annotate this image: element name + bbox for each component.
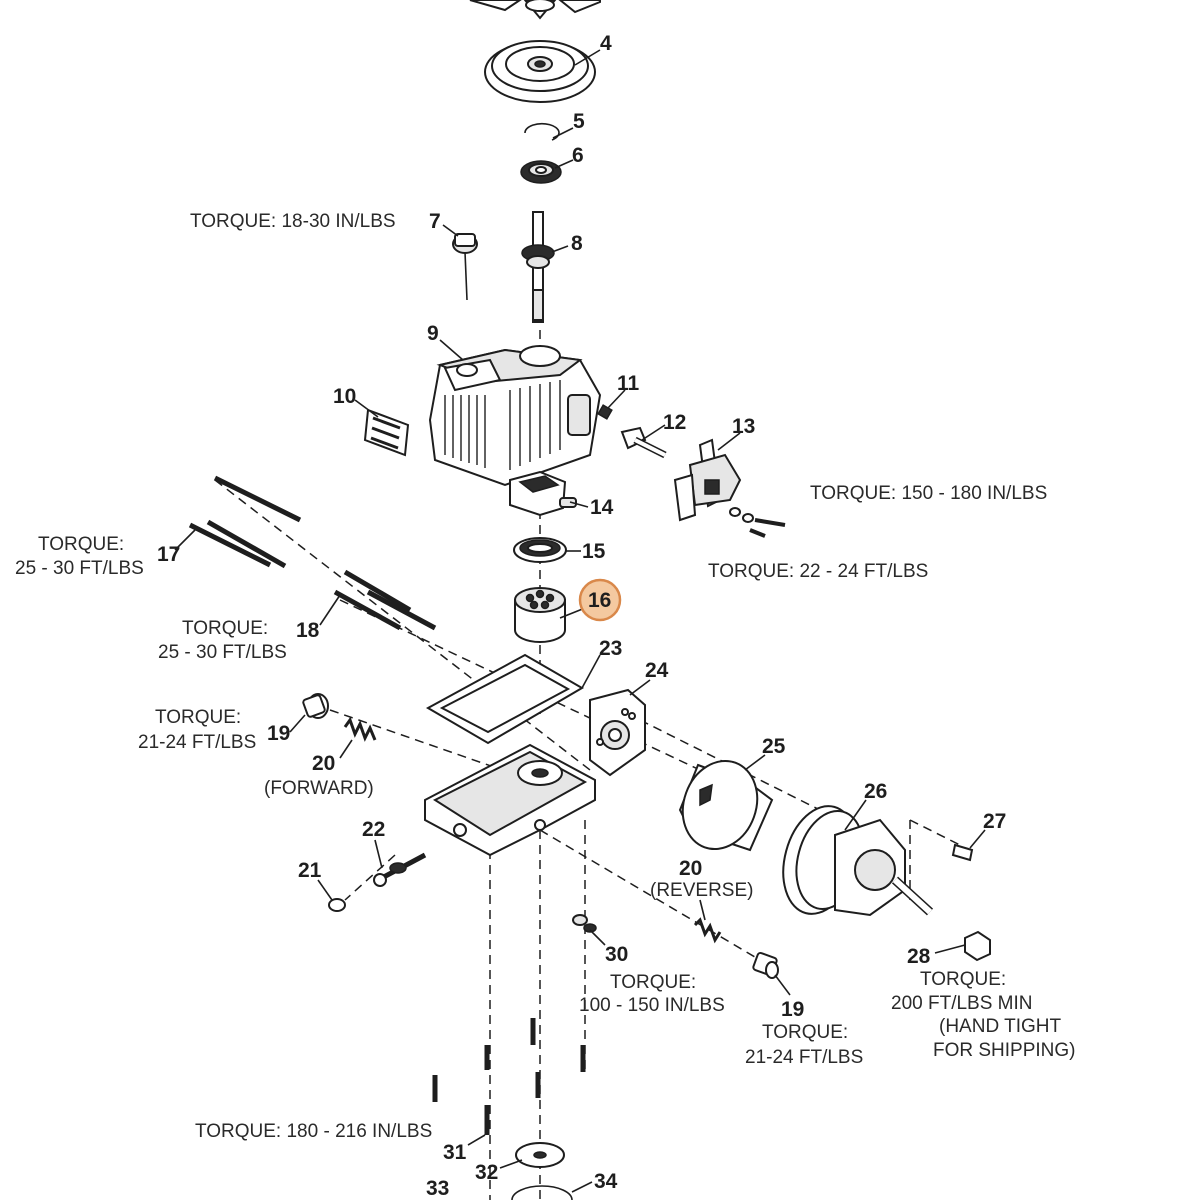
torque-label-31: TORQUE: 180 - 216 IN/LBS [195, 1121, 432, 1142]
torque-label-30-line2: 100 - 150 IN/LBS [579, 995, 725, 1016]
callout-34: 34 [594, 1170, 618, 1193]
callout-26: 26 [864, 780, 887, 803]
torque-label-19-upper-line2: 21-24 FT/LBS [138, 732, 256, 753]
spring-reverse [693, 917, 722, 944]
torque-label-18-line2: 25 - 30 FT/LBS [158, 642, 287, 663]
gasket [425, 653, 584, 745]
center-section-block [589, 688, 646, 777]
callout-21: 21 [298, 859, 322, 882]
cylinder-block [514, 587, 566, 643]
callout-19-lower: 19 [781, 998, 804, 1021]
torque-label-30-line1: TORQUE: [610, 972, 696, 993]
key-axis-line [909, 819, 961, 846]
torque-label-18-line1: TORQUE: [182, 618, 268, 639]
highlight-marker [578, 578, 622, 622]
callout-10: 10 [333, 385, 356, 408]
label-forward: (FORWARD) [264, 778, 374, 799]
callout-33: 33 [426, 1177, 449, 1200]
torque-label-19-lower-line2: 21-24 FT/LBS [745, 1047, 863, 1068]
callout-15: 15 [582, 540, 606, 563]
torque-label-28-line4: FOR SHIPPING) [933, 1040, 1076, 1061]
woodruff-key [951, 843, 974, 862]
bolts-18 [333, 569, 437, 631]
o-ring [328, 898, 346, 912]
torque-label-28-line3: (HAND TIGHT [939, 1016, 1061, 1037]
callout-8: 8 [571, 232, 583, 255]
callout-19-upper: 19 [267, 722, 290, 745]
torque-label-13-lower: TORQUE: 22 - 24 FT/LBS [708, 561, 928, 582]
torque-label-13-upper: TORQUE: 150 - 180 IN/LBS [810, 483, 1047, 504]
swashplate [509, 470, 577, 517]
filter-axis-line [639, 719, 821, 811]
callout-numbers: 4 5 6 7 8 9 10 11 12 13 14 15 16 17 18 1… [157, 32, 1006, 1200]
callout-leaders [174, 49, 986, 1193]
callout-18: 18 [296, 619, 320, 642]
retaining-ring [511, 1185, 573, 1200]
pulley [484, 40, 596, 103]
callout-12: 12 [663, 411, 686, 434]
bypass-arm-assembly [673, 438, 786, 538]
thrust-bearing [513, 537, 567, 563]
transmission-housing [428, 345, 602, 487]
nut-small [597, 404, 613, 420]
check-valve-lower [752, 951, 779, 979]
callout-4: 4 [600, 32, 612, 55]
callout-13: 13 [732, 415, 755, 438]
callout-14: 14 [590, 496, 614, 519]
callout-24: 24 [645, 659, 669, 682]
callout-23: 23 [599, 637, 622, 660]
bolt-axis-line-17 [214, 479, 591, 771]
callout-22: 22 [362, 818, 385, 841]
axle-motor [782, 805, 934, 917]
lower-housing [424, 743, 596, 857]
oil-filter [678, 759, 774, 852]
callout-9: 9 [427, 322, 439, 345]
callout-20-reverse: 20 [679, 857, 702, 880]
bypass-valve [373, 852, 427, 887]
bearing [520, 160, 562, 184]
callout-16: 16 [588, 589, 611, 612]
torque-label-28-line2: 200 FT/LBS MIN [891, 993, 1033, 1014]
torque-label-17-line1: TORQUE: [38, 534, 124, 555]
callout-28: 28 [907, 945, 931, 968]
torque-label-7: TORQUE: 18-30 IN/LBS [190, 211, 396, 232]
callout-32: 32 [475, 1161, 498, 1184]
callout-31: 31 [443, 1141, 467, 1164]
input-shaft [521, 211, 555, 323]
torque-label-19-upper-line1: TORQUE: [155, 707, 241, 728]
dipstick [452, 233, 478, 301]
callout-11: 11 [617, 372, 640, 395]
charge-pump-gear [515, 1142, 565, 1168]
torque-label-19-lower-line1: TORQUE: [762, 1022, 848, 1043]
bolts-31 [432, 1018, 586, 1135]
callout-30: 30 [605, 943, 628, 966]
oring-axis-line [344, 854, 396, 901]
check-valve-upper [302, 693, 329, 719]
callout-6: 6 [572, 144, 584, 167]
reverse-valve-axis-line [539, 829, 761, 961]
callout-27: 27 [983, 810, 1006, 833]
control-shaft [620, 426, 667, 459]
callout-25: 25 [762, 735, 786, 758]
spring-forward [343, 716, 377, 742]
drain-plug [572, 914, 597, 933]
cooling-fan [469, 0, 601, 20]
callout-20-forward: 20 [312, 752, 335, 775]
torque-label-28-line1: TORQUE: [920, 969, 1006, 990]
callout-17: 17 [157, 543, 180, 566]
torque-labels: TORQUE: 18-30 IN/LBS TORQUE: 150 - 180 I… [15, 211, 1076, 1142]
callout-7: 7 [429, 210, 441, 233]
label-reverse: (REVERSE) [650, 880, 753, 901]
torque-label-17-line2: 25 - 30 FT/LBS [15, 558, 144, 579]
decal-label [363, 408, 410, 457]
long-bolts-17 [188, 475, 302, 569]
axle-nut [964, 930, 991, 962]
callout-5: 5 [573, 110, 585, 133]
